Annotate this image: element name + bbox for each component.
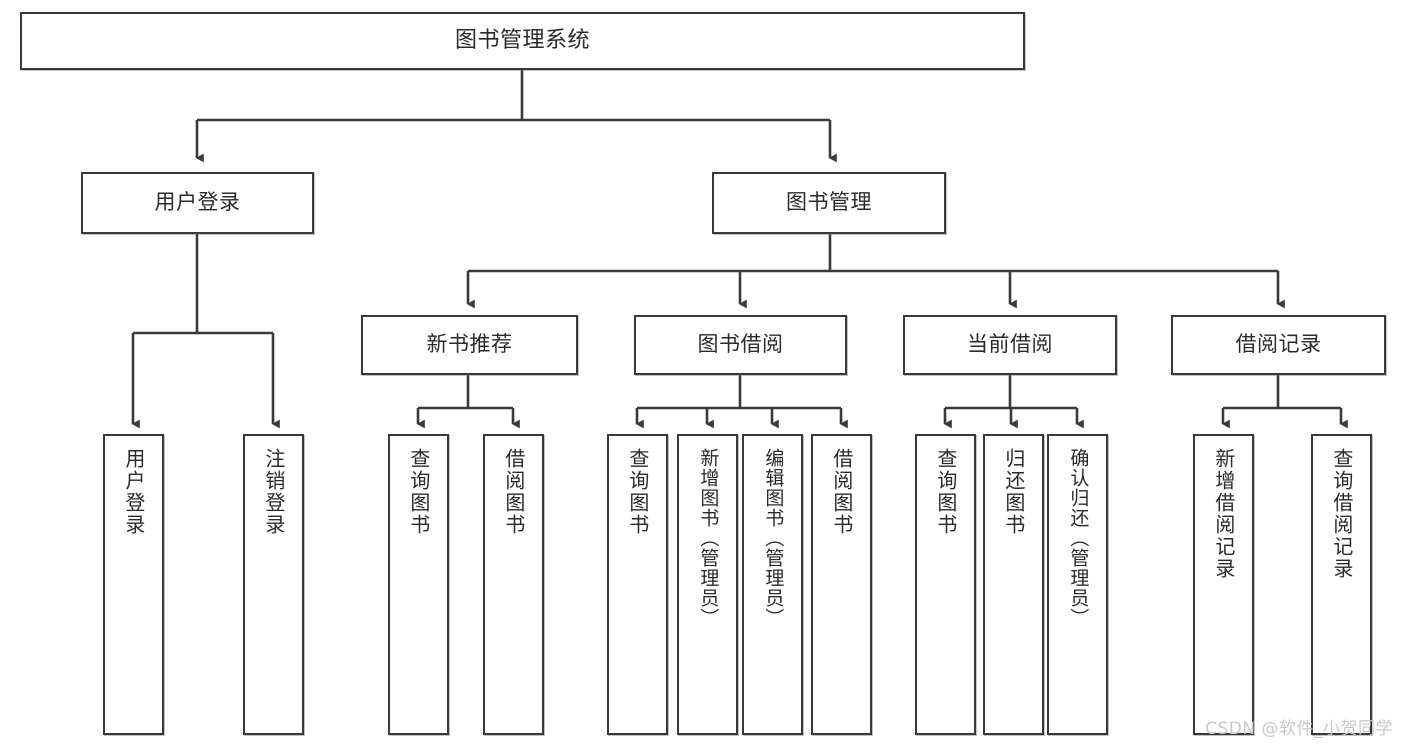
leaf-user-login[interactable]: 用户登录 bbox=[103, 434, 164, 735]
edges-currentborrow-to-leaves bbox=[943, 375, 1084, 429]
node-label: 图书管理 bbox=[786, 190, 872, 215]
node-label: 编辑图书（管理员） bbox=[762, 448, 785, 628]
node-label: 确认归还（管理员） bbox=[1067, 448, 1090, 628]
leaf-confirm-return-admin[interactable]: 确认归还（管理员） bbox=[1047, 434, 1108, 735]
node-label: 图书借阅 bbox=[697, 332, 784, 357]
edges-userlogin-to-leaves bbox=[131, 234, 280, 429]
leaf-edit-book-admin[interactable]: 编辑图书（管理员） bbox=[742, 434, 803, 735]
leaf-return-book[interactable]: 归还图书 bbox=[983, 434, 1044, 735]
node-label: 归还图书 bbox=[1001, 448, 1026, 536]
node-label: 查询图书 bbox=[406, 448, 431, 536]
leaf-query-borrow-record[interactable]: 查询借阅记录 bbox=[1311, 434, 1372, 735]
edges-newbook-to-leaves bbox=[416, 375, 520, 429]
node-label: 查询图书 bbox=[625, 448, 650, 536]
node-user-login[interactable]: 用户登录 bbox=[81, 172, 314, 234]
edges-bookmanage-to-level2 bbox=[466, 234, 1285, 309]
leaf-query-book-recommend[interactable]: 查询图书 bbox=[388, 434, 449, 735]
node-label: 新书推荐 bbox=[426, 332, 513, 357]
leaf-add-borrow-record[interactable]: 新增借阅记录 bbox=[1193, 434, 1254, 735]
leaf-borrow-book-recommend[interactable]: 借阅图书 bbox=[483, 434, 544, 735]
leaf-user-logout[interactable]: 注销登录 bbox=[243, 434, 304, 735]
node-current-borrow[interactable]: 当前借阅 bbox=[903, 315, 1117, 375]
node-new-book-recommend[interactable]: 新书推荐 bbox=[361, 315, 578, 375]
node-borrow-record[interactable]: 借阅记录 bbox=[1171, 315, 1386, 375]
leaf-add-book-admin[interactable]: 新增图书（管理员） bbox=[677, 434, 738, 735]
node-root-system[interactable]: 图书管理系统 bbox=[20, 12, 1025, 70]
node-book-borrow[interactable]: 图书借阅 bbox=[634, 315, 847, 375]
node-label: 用户登录 bbox=[154, 190, 241, 215]
node-label: 用户登录 bbox=[121, 448, 146, 536]
node-label: 查询借阅记录 bbox=[1329, 448, 1354, 580]
leaf-query-book-borrow[interactable]: 查询图书 bbox=[607, 434, 668, 735]
node-label: 新增借阅记录 bbox=[1211, 448, 1236, 580]
node-label: 借阅图书 bbox=[501, 448, 526, 536]
leaf-borrow-book-borrow[interactable]: 借阅图书 bbox=[811, 434, 872, 735]
node-label: 图书管理系统 bbox=[454, 27, 590, 53]
edges-borrowrecord-to-leaves bbox=[1221, 375, 1348, 429]
node-label: 当前借阅 bbox=[967, 332, 1053, 357]
csdn-watermark: CSDN @软件_小贺同学 bbox=[1205, 719, 1393, 739]
node-label: 查询图书 bbox=[933, 448, 958, 536]
leaf-query-book-current[interactable]: 查询图书 bbox=[915, 434, 976, 735]
node-label: 注销登录 bbox=[261, 448, 286, 536]
edges-bookborrow-to-leaves bbox=[635, 375, 848, 429]
node-label: 借阅图书 bbox=[829, 448, 854, 536]
node-label: 借阅记录 bbox=[1235, 332, 1322, 357]
node-book-manage[interactable]: 图书管理 bbox=[712, 172, 946, 234]
node-label: 新增图书（管理员） bbox=[697, 448, 720, 628]
edges-root-to-level1 bbox=[195, 70, 837, 163]
